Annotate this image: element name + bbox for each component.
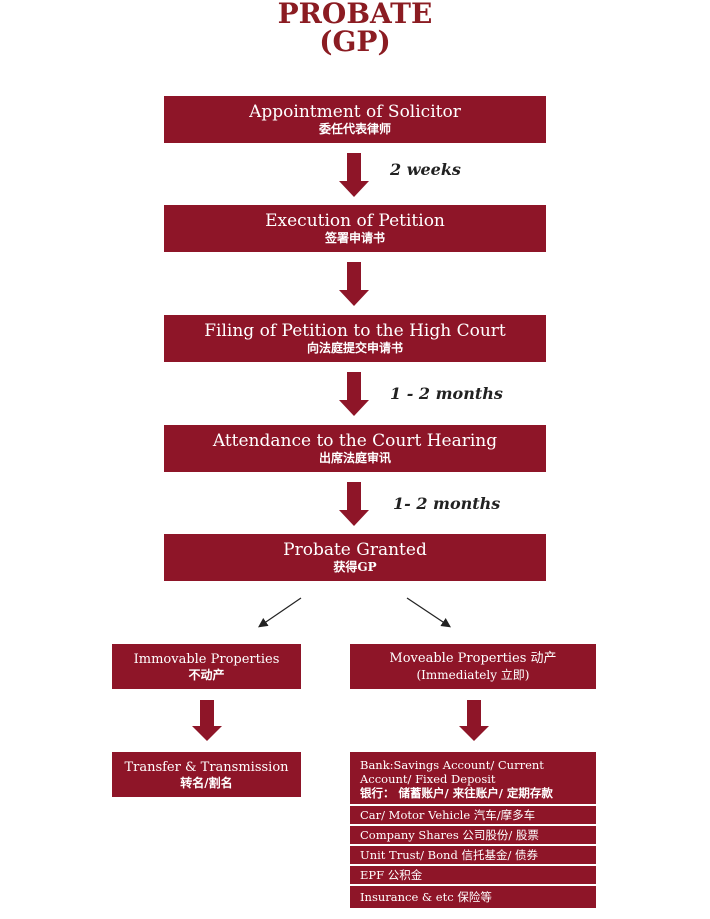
step-zh: 向法庭提交申请书 [306,341,403,355]
title-line1: PROBATE [277,0,433,30]
item-text: Bank:Savings Account/ Current [360,758,544,772]
duration-label: 1 - 2 months [390,384,503,403]
step-en: Attendance to the Court Hearing [212,431,498,451]
immovable-zh: 不动产 [188,667,225,682]
step-zh: 获得GP [333,560,377,574]
down-arrow-icon [192,700,222,741]
step-en: Execution of Petition [265,211,445,231]
down-arrow-icon [339,372,369,416]
down-arrow-icon [339,262,369,306]
item-text: Account/ Fixed Deposit [360,772,496,786]
step-en: Probate Granted [283,540,427,560]
down-arrow-icon [459,700,489,741]
duration-label: 2 weeks [390,160,461,179]
step-en: Filing of Petition to the High Court [204,321,506,341]
immovable-en: Immovable Properties [133,651,280,667]
step-zh: 签署申请书 [324,231,385,245]
moveable-en: Moveable Properties 动产 [389,650,557,666]
duration-label: 1- 2 months [393,494,501,513]
moveable-sub: (Immediately 立即) [416,667,530,682]
list-item: Company Shares 公司股份/ 股票 [350,826,596,844]
step-zh: 委任代表律师 [318,122,391,136]
item-text: 银行： 储蓄账户/ 来往账户/ 定期存款 [360,786,553,800]
step-zh: 出席法庭审讯 [318,451,391,465]
title-line2: (GP) [319,25,391,58]
moveable-box: Moveable Properties 动产(Immediately 立即) [350,644,596,689]
transfer-zh: 转名/割名 [180,775,233,790]
branch-arrow-left [258,597,302,628]
branch-arrow-right [406,597,451,628]
list-item: Car/ Motor Vehicle 汽车/摩多车 [350,806,596,824]
list-item: EPF 公积金 [350,866,596,884]
list-item: Unit Trust/ Bond 信托基金/ 债券 [350,846,596,864]
down-arrow-icon [339,482,369,526]
list-item: Insurance & etc 保险等 [350,886,596,908]
transfer-en: Transfer & Transmission [124,759,289,775]
step-en: Appointment of Solicitor [249,102,461,122]
down-arrow-icon [339,153,369,197]
